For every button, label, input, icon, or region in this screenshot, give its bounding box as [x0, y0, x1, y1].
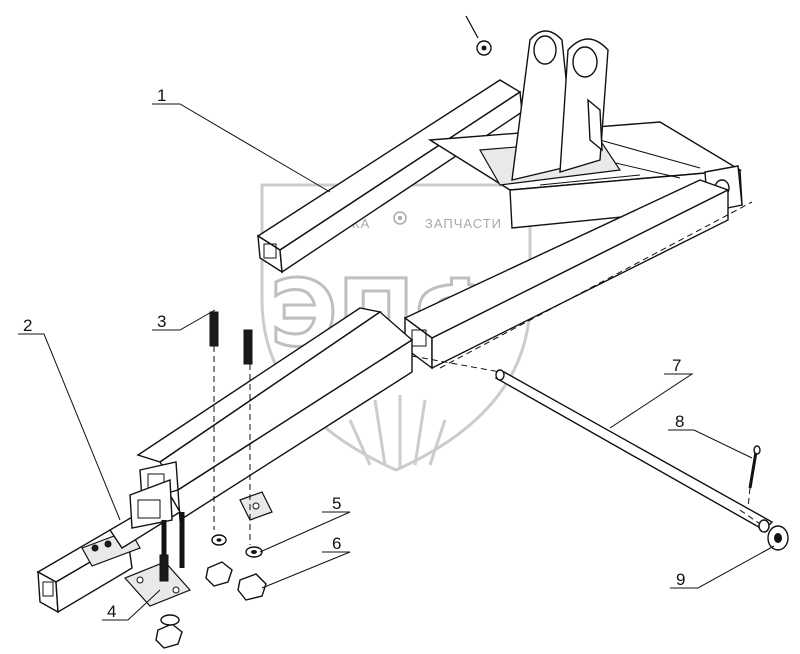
lower-beam: [403, 179, 753, 370]
leader-6: [261, 551, 351, 589]
shaft: [494, 369, 774, 533]
cotter-pin: [747, 445, 761, 509]
callout-5: 5: [332, 494, 341, 513]
leader-7: [609, 373, 694, 429]
gear-icon: [393, 211, 407, 225]
callout-8: 8: [675, 412, 684, 431]
callout-6: 6: [332, 534, 341, 553]
washer-bottom: [160, 614, 180, 626]
bracket-plate-left: [511, 30, 576, 181]
bracket-rib: [587, 98, 603, 152]
u-bolt: [159, 253, 256, 582]
upper-beam-side: [279, 90, 523, 274]
bracket-pin-hole-right: [572, 46, 598, 78]
hitch-bracket-assembly: [256, 15, 743, 274]
clamp-plate: [123, 561, 192, 607]
watermark-shield: [260, 183, 532, 472]
leader-9: [670, 545, 775, 589]
leader-1: [152, 103, 331, 193]
callout-1: 1: [157, 86, 166, 105]
callout-labels: 1 2 3 4 5 6 7 8 9: [23, 86, 685, 621]
leader-4: [102, 589, 161, 621]
u-bolt-thread-left: [209, 311, 219, 347]
callout-7: 7: [672, 356, 681, 375]
callout-leaders: [18, 103, 775, 621]
callout-4: 4: [107, 602, 116, 621]
leader-5: [259, 511, 351, 553]
leader-3: [152, 309, 216, 331]
callout-2: 2: [23, 316, 32, 335]
leader-8: [668, 429, 753, 459]
shaft-washer: [767, 525, 789, 551]
nut-right: [237, 573, 267, 601]
bracket-pin-hole-left: [533, 35, 557, 65]
shaft-end: [758, 519, 770, 533]
watermark-text-right: ЗАПЧАСТИ: [425, 216, 502, 231]
lower-beam-side: [431, 188, 729, 370]
beam-alignment-line: [439, 201, 753, 369]
fasteners-set: [155, 534, 267, 649]
callout-9: 9: [676, 570, 685, 589]
drawbar-inner-end: [129, 479, 173, 529]
u-bolt-thread-right: [243, 329, 253, 365]
drawbar: [36, 307, 501, 614]
drawbar-alignment-line: [411, 355, 501, 373]
leader-2: [18, 333, 121, 521]
callout-3: 3: [157, 312, 166, 331]
wheat-ears-icon: [348, 395, 447, 468]
nut-bottom: [155, 623, 183, 649]
top-pin-rod: [465, 15, 479, 39]
nut-left: [205, 561, 233, 587]
shaft-body: [494, 371, 774, 531]
